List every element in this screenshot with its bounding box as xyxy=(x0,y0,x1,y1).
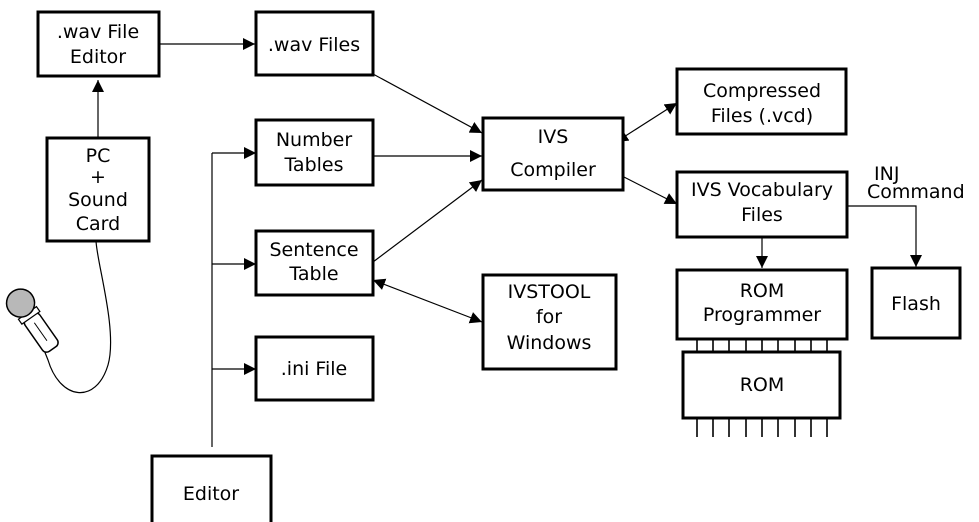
connectors xyxy=(92,38,922,447)
microphone-cable xyxy=(37,239,112,394)
rom-pins xyxy=(696,339,828,437)
node-editor: Editor xyxy=(150,454,273,522)
node-wav-files: .wav Files xyxy=(254,10,375,77)
arrow-compiler-compressed xyxy=(615,102,678,143)
microphone-body xyxy=(5,288,59,353)
arrow-compiler-to-vocab xyxy=(621,175,678,205)
svg-text:.ini File: .ini File xyxy=(281,358,347,380)
arrow-sentence-ivstool xyxy=(372,278,483,324)
svg-text:Editor: Editor xyxy=(183,483,239,505)
svg-text:ROM: ROM xyxy=(740,374,785,396)
arrow-wav-files-to-compiler xyxy=(372,73,483,134)
node-flash: Flash xyxy=(870,266,962,340)
microphone-icon xyxy=(5,239,112,394)
svg-text:Flash: Flash xyxy=(891,293,941,315)
arrow-vocab-to-flash xyxy=(847,205,922,267)
node-rom: ROM xyxy=(681,350,842,420)
arrow-sentence-table-to-compiler xyxy=(372,179,483,263)
node-ini-file: .ini File xyxy=(254,335,375,402)
svg-text:.wav Files: .wav Files xyxy=(268,34,360,56)
